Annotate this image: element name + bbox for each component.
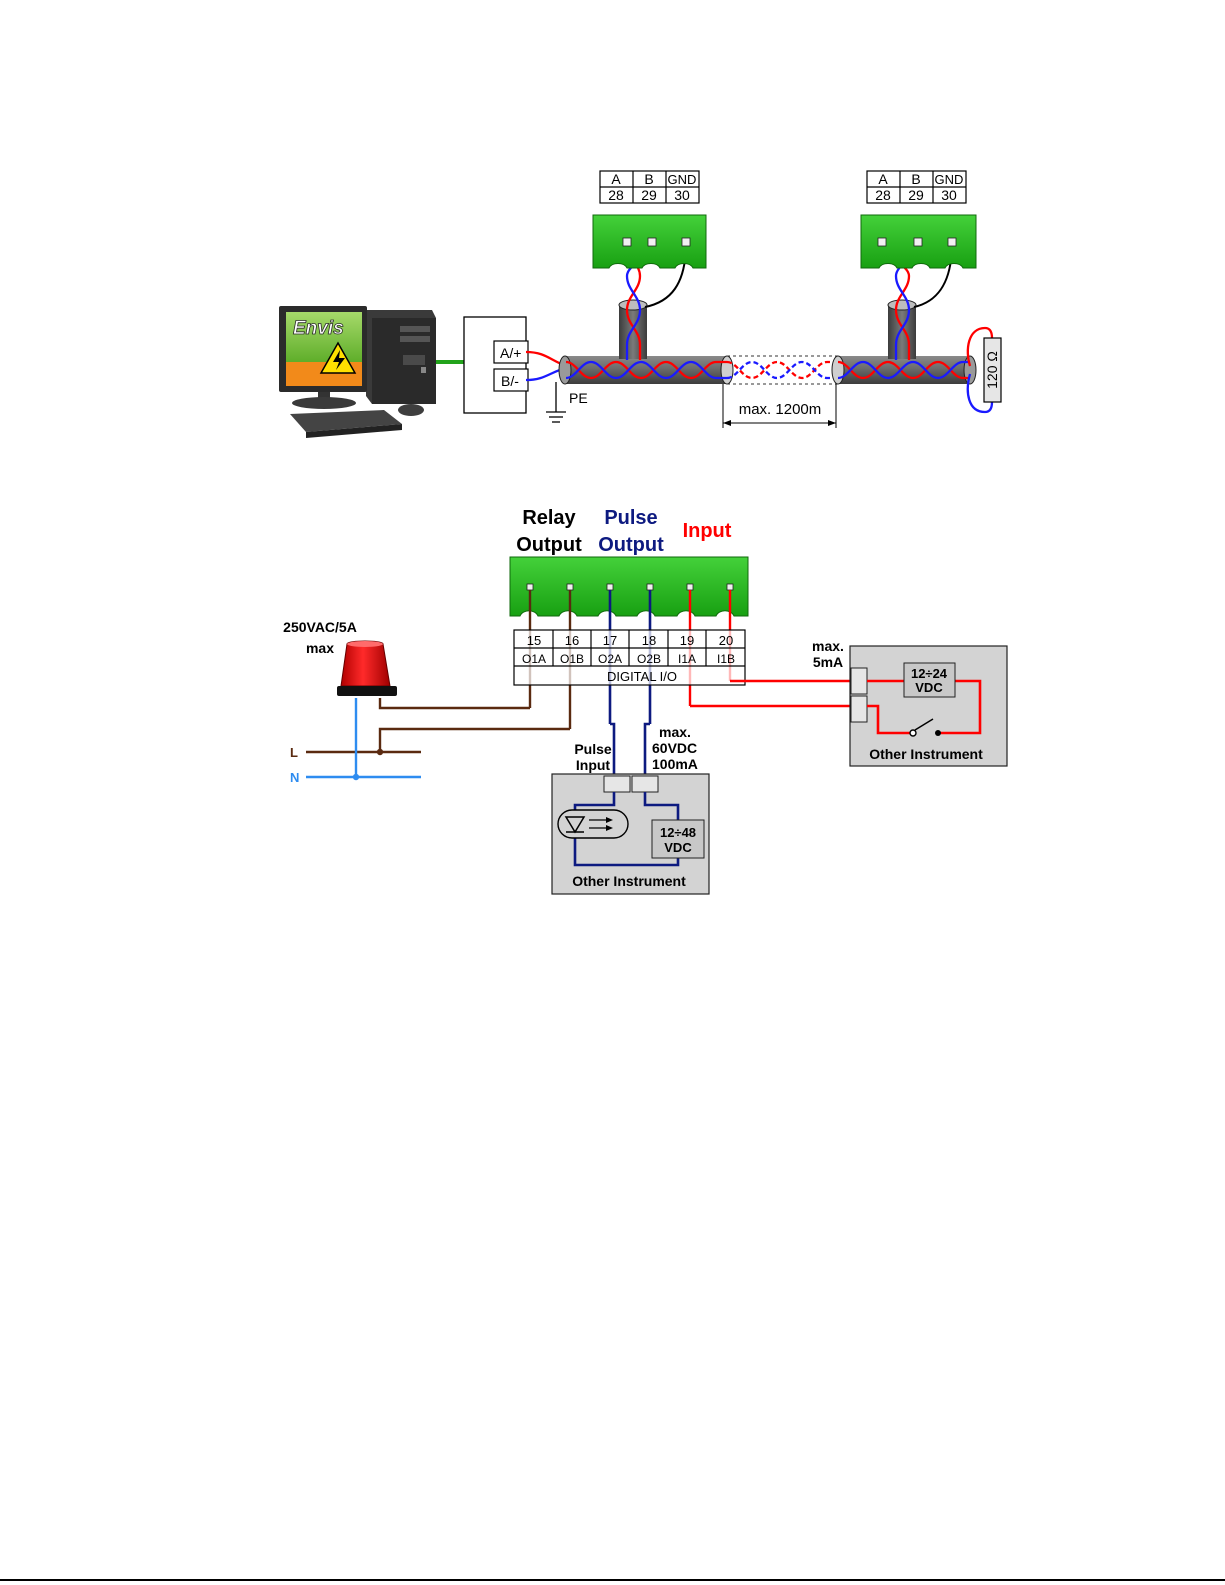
pe-label: PE	[569, 390, 588, 406]
pe-ground: PE	[546, 382, 588, 422]
lamp-rating-line-1: 250VAC/5A	[283, 619, 357, 635]
cable-segment-2	[832, 356, 976, 384]
device-1-header-a: A	[611, 171, 621, 187]
device-2-pin-29: 29	[908, 187, 924, 203]
keyboard	[290, 410, 402, 438]
digital-io-section: Relay Output Pulse Output Input	[283, 507, 1007, 894]
mains-n-label: N	[290, 770, 299, 785]
device-2-pin-30: 30	[941, 187, 957, 203]
length-dimension: max. 1200m	[723, 384, 836, 428]
mouse	[398, 404, 424, 416]
pin-name-o1a: O1A	[522, 652, 546, 666]
mains-l-label: L	[290, 745, 298, 760]
pin-number-16: 16	[565, 633, 579, 648]
input-limit-line-2: 5mA	[813, 654, 843, 670]
device-1-pin-28: 28	[608, 187, 624, 203]
pulse-instrument: 12÷48 VDC Other Instrument	[552, 774, 709, 894]
input-instrument-label: Other Instrument	[869, 746, 983, 762]
pulse-supply-line-2: VDC	[664, 840, 692, 855]
pulse-title-line-2: Output	[598, 534, 664, 556]
pin-number-19: 19	[680, 633, 694, 648]
input-limit-line-1: max.	[812, 638, 844, 654]
length-label: max. 1200m	[739, 401, 822, 418]
cable-gap	[727, 356, 838, 384]
digital-io-pin-table: 15 16 17 18 19 20 O1A O1B O2A O2B I1A I1…	[514, 630, 745, 685]
relay-wiring: L N	[290, 698, 570, 785]
device-2-pin-28: 28	[875, 187, 891, 203]
rs485-network: Envis A/+ B/-	[279, 171, 1001, 438]
terminal-block-device-2	[861, 215, 976, 268]
pulse-limit-line-2: 60VDC	[652, 740, 697, 756]
converter-a-label: A/+	[500, 345, 521, 361]
pulse-limit-line-3: 100mA	[652, 756, 698, 772]
computer: Envis	[279, 306, 436, 438]
device-1-pin-29: 29	[641, 187, 657, 203]
relay-title-line-2: Output	[516, 534, 582, 556]
relay-title-line-1: Relay	[522, 507, 576, 529]
input-supply-line-2: VDC	[915, 680, 943, 695]
monitor: Envis	[279, 306, 367, 409]
pulse-title-line-1: Pulse	[604, 507, 657, 529]
cable-segment-1	[559, 356, 733, 384]
device-1-pin-30: 30	[674, 187, 690, 203]
pulse-limit-line-1: max.	[659, 724, 691, 740]
device-2-header-b: B	[911, 171, 920, 187]
pulse-instrument-label: Other Instrument	[572, 873, 686, 889]
resistor-value-label: 120 Ω	[984, 351, 1000, 389]
device-1-pin-table: A B GND 28 29 30	[600, 171, 699, 203]
pin-number-18: 18	[642, 633, 656, 648]
input-instrument: 12÷24 VDC Other Instrument	[850, 646, 1007, 766]
input-supply-line-1: 12÷24	[911, 666, 948, 681]
pin-name-o2b: O2B	[637, 652, 661, 666]
pin-number-15: 15	[527, 633, 541, 648]
device-1-header-gnd: GND	[668, 172, 697, 187]
pin-number-20: 20	[719, 633, 733, 648]
pin-name-o1b: O1B	[560, 652, 584, 666]
warning-lamp: 250VAC/5A max	[283, 619, 397, 696]
converter-b-label: B/-	[501, 373, 519, 389]
optocoupler-icon	[558, 810, 628, 838]
digital-io-bar-label: DIGITAL I/O	[607, 669, 677, 684]
terminal-block-device-1	[593, 215, 706, 268]
monitor-brand-label: Envis	[293, 318, 344, 339]
rs485-converter: A/+ B/-	[464, 317, 528, 413]
pulse-input-line-1: Pulse	[574, 741, 612, 757]
pulse-supply-line-1: 12÷48	[660, 825, 696, 840]
lamp-rating-line-2: max	[306, 640, 334, 656]
pulse-input-line-2: Input	[576, 757, 611, 773]
pin-number-17: 17	[603, 633, 617, 648]
digital-io-terminal-block	[510, 557, 748, 616]
input-title: Input	[683, 520, 732, 542]
device-1-header-b: B	[644, 171, 653, 187]
pin-name-i1a: I1A	[678, 652, 696, 666]
device-2-header-a: A	[878, 171, 888, 187]
page-bottom-rule	[0, 1579, 1225, 1581]
pin-name-o2a: O2A	[598, 652, 622, 666]
device-2-pin-table: A B GND 28 29 30	[867, 171, 966, 203]
pin-name-i1b: I1B	[717, 652, 735, 666]
pulse-wiring	[610, 724, 650, 777]
device-2-header-gnd: GND	[935, 172, 964, 187]
